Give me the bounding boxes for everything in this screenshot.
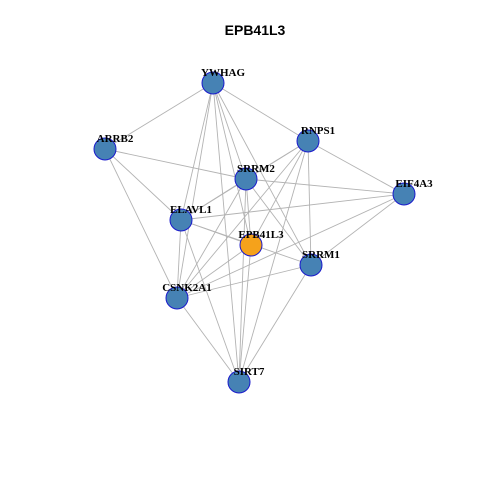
- node-label-eif4a3: EIF4A3: [395, 178, 433, 190]
- node-label-arrb2: ARRB2: [97, 133, 134, 145]
- edge-rnps1-epb41l3: [250, 140, 309, 246]
- node-label-srrm2: SRRM2: [237, 163, 275, 175]
- edge-ywhag-srrm2: [212, 82, 247, 180]
- edge-ywhag-rnps1: [212, 82, 309, 142]
- node-label-elavl1: ELAVL1: [170, 204, 212, 216]
- node-epb41l3: [239, 233, 263, 257]
- node-label-srrm1: SRRM1: [302, 249, 340, 261]
- edge-csnk2a1-sirt7: [176, 297, 240, 383]
- edge-eif4a3-srrm1: [310, 193, 405, 266]
- edge-srrm1-csnk2a1: [176, 264, 312, 299]
- edge-ywhag-elavl1: [180, 82, 214, 221]
- edge-srrm2-csnk2a1: [176, 178, 247, 299]
- node-srrm2: [234, 167, 258, 191]
- edge-epb41l3-sirt7: [238, 244, 252, 383]
- edge-arrb2-elavl1: [104, 148, 182, 221]
- edge-ywhag-arrb2: [104, 82, 214, 150]
- node-srrm1: [299, 253, 323, 277]
- edge-ywhag-sirt7: [212, 82, 240, 383]
- edge-rnps1-srrm1: [307, 140, 312, 266]
- node-label-rnps1: RNPS1: [301, 125, 335, 137]
- edge-eif4a3-csnk2a1: [176, 193, 405, 299]
- node-eif4a3: [392, 182, 416, 206]
- node-elavl1: [169, 208, 193, 232]
- edge-srrm2-elavl1: [180, 178, 247, 221]
- node-layer: [93, 71, 416, 394]
- edge-srrm2-srrm1: [245, 178, 312, 266]
- edge-elavl1-csnk2a1: [176, 219, 182, 299]
- edge-arrb2-srrm2: [104, 148, 247, 180]
- graph-title: EPB41L3: [225, 22, 286, 38]
- node-label-csnk2a1: CSNK2A1: [162, 282, 212, 294]
- edge-ywhag-srrm1: [212, 82, 312, 266]
- node-label-sirt7: SIRT7: [234, 366, 265, 378]
- node-ywhag: [201, 71, 225, 95]
- edge-elavl1-sirt7: [180, 219, 240, 383]
- edge-arrb2-csnk2a1: [104, 148, 178, 299]
- edge-rnps1-csnk2a1: [176, 140, 309, 299]
- edge-rnps1-sirt7: [238, 140, 309, 383]
- node-label-ywhag: YWHAG: [201, 67, 245, 79]
- edge-srrm2-eif4a3: [245, 178, 405, 195]
- edge-ywhag-csnk2a1: [176, 82, 214, 299]
- node-label-epb41l3: EPB41L3: [238, 229, 284, 241]
- label-layer: YWHAG RNPS1ARRB2SRRM2EIF4A3ELAVL1EPB41L3S…: [97, 67, 433, 378]
- edge-eif4a3-elavl1: [180, 193, 405, 221]
- edge-epb41l3-csnk2a1: [176, 244, 252, 299]
- node-sirt7: [227, 370, 251, 394]
- node-csnk2a1: [165, 286, 189, 310]
- node-arrb2: [93, 137, 117, 161]
- edge-rnps1-eif4a3: [307, 140, 405, 195]
- edge-srrm1-sirt7: [238, 264, 312, 383]
- node-rnps1: [296, 129, 320, 153]
